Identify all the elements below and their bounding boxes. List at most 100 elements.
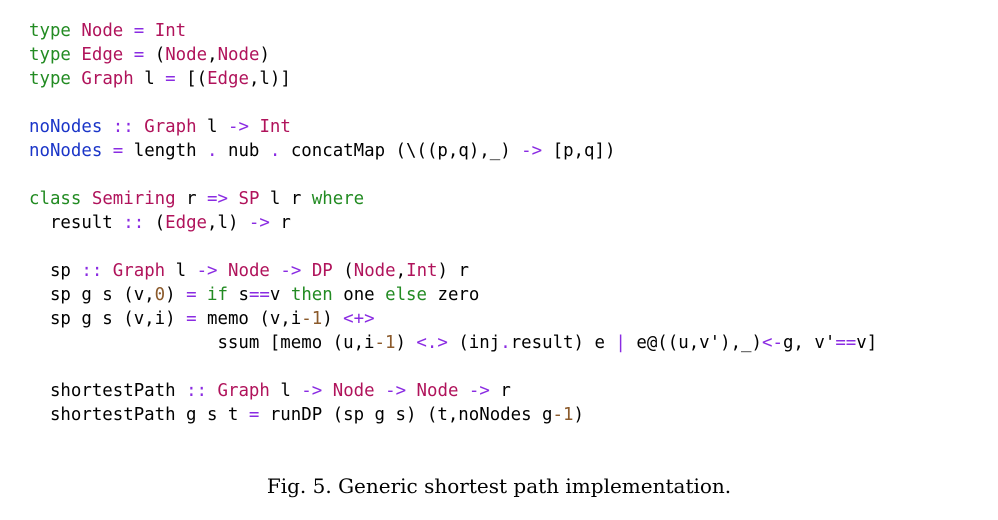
code-token: , bbox=[395, 261, 407, 281]
code-token: ) bbox=[165, 285, 187, 305]
code-token: . bbox=[500, 333, 511, 353]
code-token: type bbox=[29, 45, 71, 65]
code-token: where bbox=[311, 189, 365, 209]
code-token: Graph bbox=[144, 117, 197, 137]
code-token bbox=[144, 21, 154, 41]
code-token: :: bbox=[186, 381, 208, 401]
code-token: :: bbox=[81, 261, 103, 281]
code-token bbox=[207, 381, 217, 401]
code-line: shortestPath :: Graph l -> Node -> Node … bbox=[29, 379, 511, 403]
code-token: v bbox=[269, 285, 291, 305]
code-token bbox=[71, 21, 81, 41]
code-token: sp g s (v, bbox=[29, 285, 155, 305]
code-token: l bbox=[196, 117, 228, 137]
code-token: type bbox=[29, 21, 71, 41]
code-token: -1 bbox=[301, 309, 323, 329]
code-token: shortestPath bbox=[29, 381, 187, 401]
code-token bbox=[218, 261, 228, 281]
code-token: Int bbox=[154, 21, 187, 41]
code-token: then bbox=[290, 285, 333, 305]
code-line: sp g s (v,0) = if s==v then one else zer… bbox=[29, 283, 479, 307]
code-token: -> bbox=[196, 261, 218, 281]
code-token bbox=[134, 117, 144, 137]
code-token bbox=[197, 285, 207, 305]
code-token bbox=[458, 381, 468, 401]
code-token bbox=[81, 189, 91, 209]
code-line: result :: (Edge,l) -> r bbox=[29, 211, 291, 235]
code-token: | bbox=[615, 333, 626, 353]
code-token: result) e bbox=[510, 333, 616, 353]
code-token: Node bbox=[416, 381, 459, 401]
code-token bbox=[123, 45, 133, 65]
code-token: -> bbox=[301, 381, 323, 401]
code-token: == bbox=[835, 333, 857, 353]
code-token: . bbox=[269, 141, 281, 161]
code-token: = bbox=[133, 21, 145, 41]
code-token: length bbox=[123, 141, 208, 161]
code-token: Edge bbox=[207, 69, 249, 89]
code-token: ( bbox=[144, 213, 166, 233]
code-token: -1 bbox=[374, 333, 396, 353]
code-token bbox=[322, 381, 332, 401]
code-token: one bbox=[332, 285, 386, 305]
code-line: type Node = Int bbox=[29, 19, 186, 43]
code-token: Graph bbox=[217, 381, 270, 401]
code-token: sp g s (v,i) bbox=[29, 309, 187, 329]
code-token: -> bbox=[248, 213, 270, 233]
code-token: g, v' bbox=[782, 333, 836, 353]
code-token: Graph bbox=[81, 69, 134, 89]
code-token bbox=[71, 45, 81, 65]
code-token: type bbox=[29, 69, 71, 89]
code-token: = bbox=[186, 285, 197, 305]
code-token bbox=[406, 381, 416, 401]
code-token: , bbox=[207, 45, 218, 65]
code-token: [( bbox=[175, 69, 208, 89]
code-token: Node bbox=[81, 21, 124, 41]
code-token: = bbox=[133, 45, 145, 65]
code-token: -> bbox=[385, 381, 407, 401]
code-token: -> bbox=[228, 117, 249, 137]
code-token: s bbox=[228, 285, 249, 305]
figure-caption: Fig. 5. Generic shortest path implementa… bbox=[266, 474, 732, 498]
code-token: Node bbox=[228, 261, 270, 281]
code-token bbox=[301, 261, 311, 281]
code-token: Graph bbox=[112, 261, 166, 281]
code-token: ) bbox=[259, 45, 270, 65]
code-token: sp bbox=[29, 261, 82, 281]
code-token: = bbox=[186, 309, 197, 329]
code-token: ( bbox=[332, 261, 354, 281]
code-token: Node bbox=[332, 381, 375, 401]
code-token: <.> bbox=[416, 333, 448, 353]
code-token: :: bbox=[112, 117, 134, 137]
code-line: type Edge = (Node,Node) bbox=[29, 43, 270, 67]
code-token: r bbox=[269, 213, 291, 233]
code-line: noNodes = length . nub . concatMap (\((p… bbox=[29, 139, 615, 163]
code-token: Node bbox=[217, 45, 260, 65]
code-token: ,l) bbox=[207, 213, 249, 233]
code-token: 0 bbox=[154, 285, 166, 305]
code-token: ) bbox=[322, 309, 344, 329]
code-line: noNodes :: Graph l -> Int bbox=[29, 115, 291, 139]
code-line: type Graph l = [(Edge,l)] bbox=[29, 67, 291, 91]
code-token: concatMap (\((p,q),_) bbox=[280, 141, 522, 161]
code-token: r bbox=[489, 381, 511, 401]
code-token: result bbox=[29, 213, 124, 233]
code-token: DP bbox=[311, 261, 333, 281]
code-token bbox=[102, 117, 112, 137]
code-token: runDP (sp g s) (t,noNodes g bbox=[259, 405, 553, 425]
code-token: ssum [memo (u,i bbox=[29, 333, 375, 353]
code-token: shortestPath g s t bbox=[29, 405, 249, 425]
code-token: => bbox=[207, 189, 228, 209]
code-line: shortestPath g s t = runDP (sp g s) (t,n… bbox=[29, 403, 584, 427]
code-token bbox=[249, 117, 259, 137]
code-token: l bbox=[269, 381, 302, 401]
code-token: -> bbox=[468, 381, 490, 401]
code-token: -> bbox=[521, 141, 543, 161]
code-token: Int bbox=[406, 261, 438, 281]
code-line: sp g s (v,i) = memo (v,i-1) <+> bbox=[29, 307, 375, 331]
code-token: = bbox=[165, 69, 176, 89]
code-token: <+> bbox=[343, 309, 375, 329]
code-token: r bbox=[175, 189, 208, 209]
code-token: Node bbox=[165, 45, 208, 65]
code-token: else bbox=[385, 285, 427, 305]
